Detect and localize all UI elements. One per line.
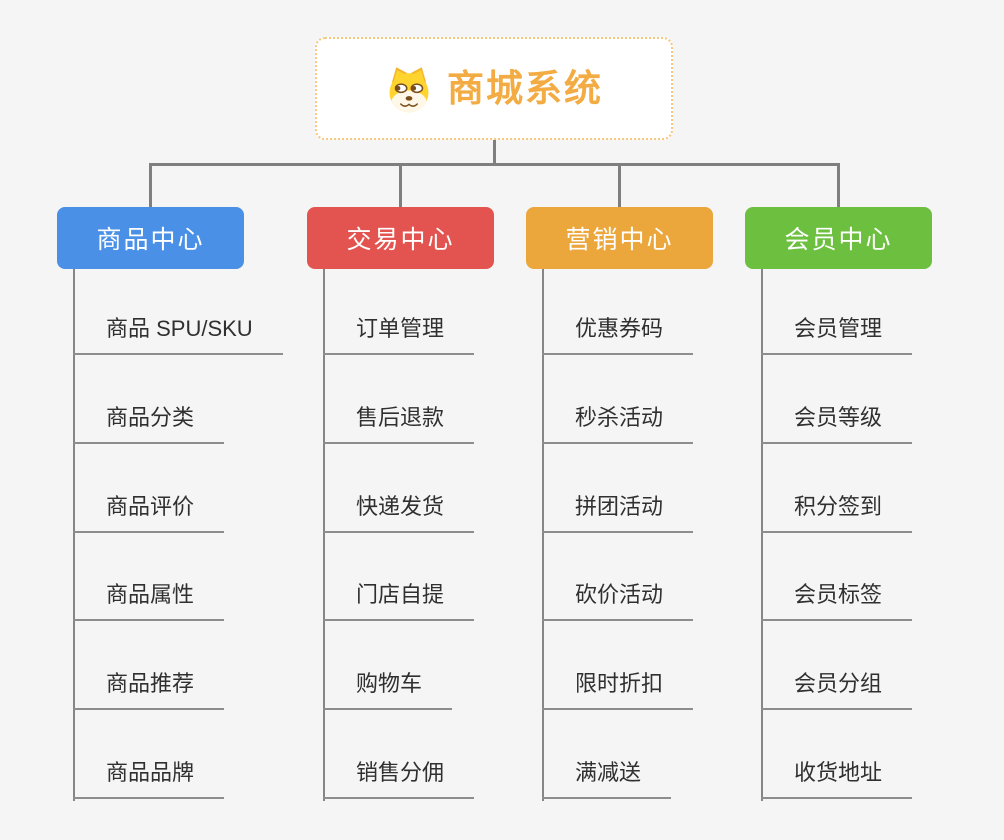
child-node[interactable]: 快递发货 [323,492,475,533]
child-node[interactable]: 限时折扣 [542,669,694,710]
child-node[interactable]: 门店自提 [323,580,475,621]
connector-drop-member [837,163,840,207]
branch-marketing-center: 营销中心 优惠券码 秒杀活动 拼团活动 砍价活动 限时折扣 满减送 [526,207,786,807]
branch-node-trade-center[interactable]: 交易中心 [307,207,494,269]
root-node[interactable]: 商城系统 [315,37,673,140]
child-node[interactable]: 满减送 [542,758,672,799]
child-node[interactable]: 商品推荐 [73,669,225,710]
child-node[interactable]: 购物车 [323,669,453,710]
branch-product-center: 商品中心 商品 SPU/SKU 商品分类 商品评价 商品属性 商品推荐 商品品牌 [57,207,317,807]
child-node[interactable]: 商品品牌 [73,758,225,799]
child-node[interactable]: 积分签到 [761,492,913,533]
child-node[interactable]: 秒杀活动 [542,403,694,444]
connector-trunk-member [761,269,763,801]
connector-trunk-product [73,269,75,801]
connector-drop-marketing [618,163,621,207]
connector-trunk-marketing [542,269,544,801]
branch-trade-center: 交易中心 订单管理 售后退款 快递发货 门店自提 购物车 销售分佣 [307,207,567,807]
child-node[interactable]: 会员标签 [761,580,913,621]
child-node[interactable]: 会员等级 [761,403,913,444]
connector-rail [149,163,840,166]
child-node[interactable]: 会员管理 [761,314,913,355]
doge-icon [389,66,429,112]
child-node[interactable]: 订单管理 [323,314,475,355]
branch-node-marketing-center[interactable]: 营销中心 [526,207,713,269]
child-node[interactable]: 商品评价 [73,492,225,533]
connector-drop-product [149,163,152,207]
child-node[interactable]: 会员分组 [761,669,913,710]
branch-member-center: 会员中心 会员管理 会员等级 积分签到 会员标签 会员分组 收货地址 [745,207,1004,807]
child-node[interactable]: 商品属性 [73,580,225,621]
child-node[interactable]: 商品分类 [73,403,225,444]
connector-trunk-trade [323,269,325,801]
branch-node-product-center[interactable]: 商品中心 [57,207,244,269]
branch-node-member-center[interactable]: 会员中心 [745,207,932,269]
child-node[interactable]: 拼团活动 [542,492,694,533]
child-node[interactable]: 收货地址 [761,758,913,799]
root-node-label: 商城系统 [447,68,603,109]
connector-drop-trade [399,163,402,207]
child-node[interactable]: 砍价活动 [542,580,694,621]
child-node[interactable]: 销售分佣 [323,758,475,799]
connector-root-stem [493,140,496,163]
child-node[interactable]: 优惠券码 [542,314,694,355]
child-node[interactable]: 商品 SPU/SKU [73,314,283,355]
child-node[interactable]: 售后退款 [323,403,475,444]
